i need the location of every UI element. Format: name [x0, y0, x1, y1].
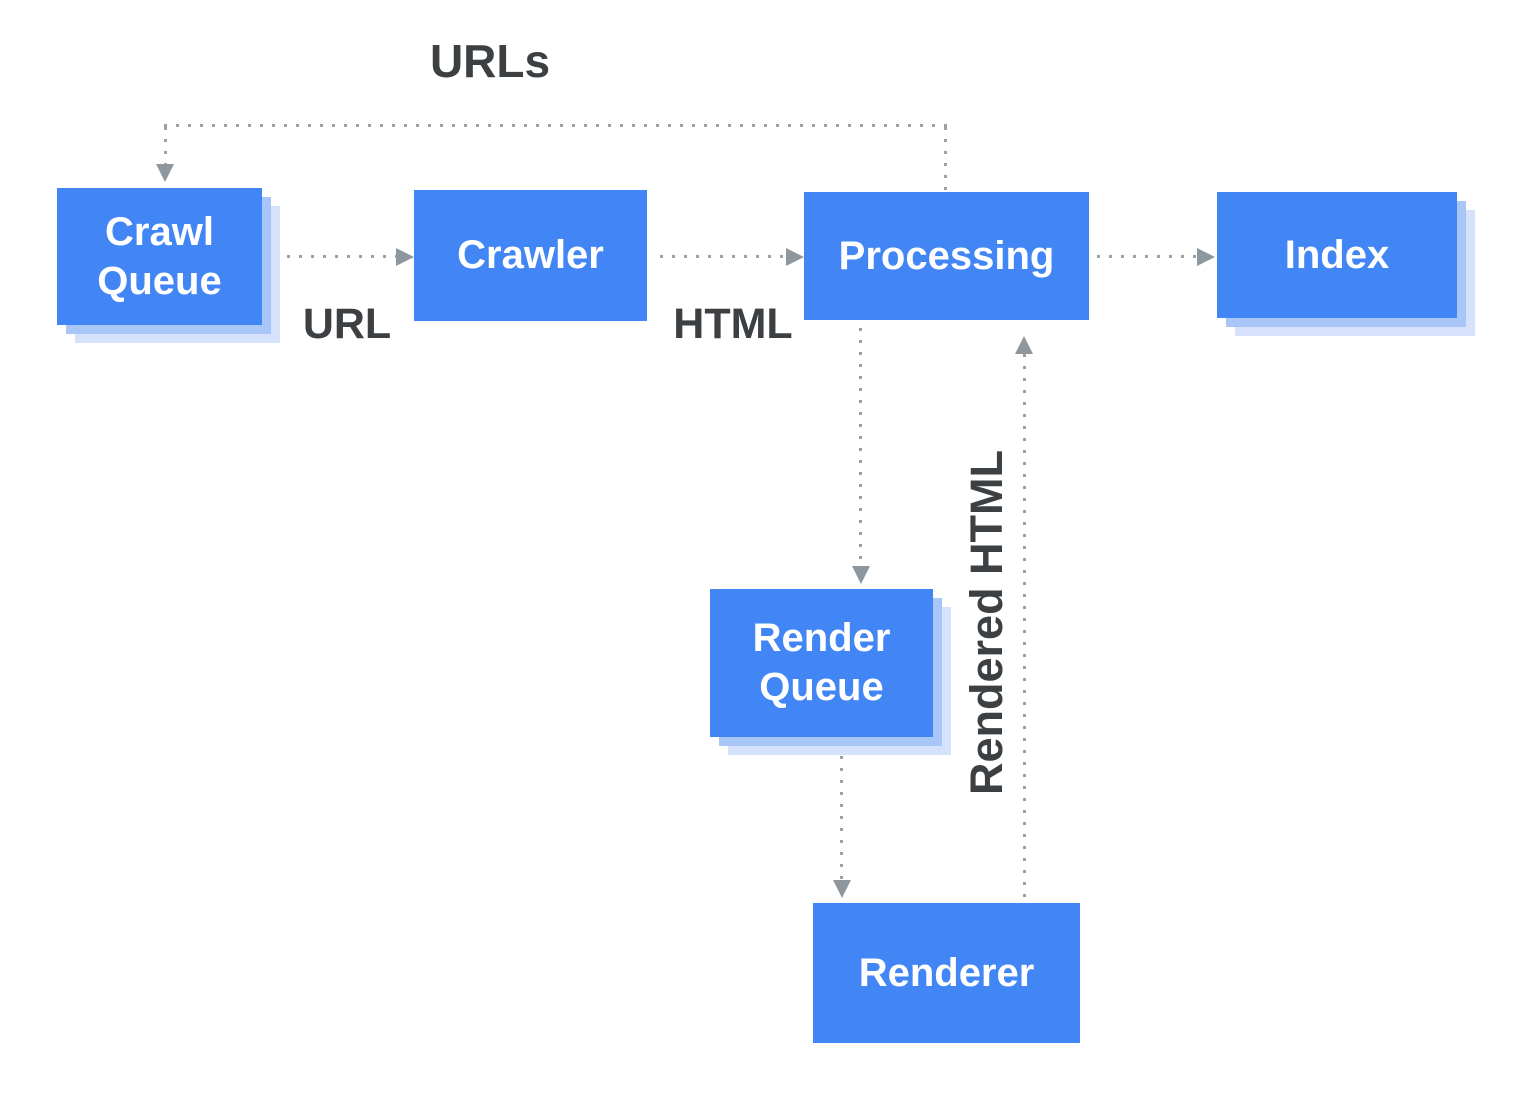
node-crawl-queue-label: Crawl Queue — [97, 209, 222, 303]
edge-label-url: URL — [302, 300, 392, 348]
arrowhead-down-into-render-queue-icon — [852, 566, 870, 584]
node-render-queue-label: Render Queue — [752, 616, 891, 709]
node-crawl-queue: Crawl Queue — [57, 188, 262, 325]
edge-processing-to-index — [1097, 255, 1198, 258]
node-processing: Processing — [804, 192, 1089, 320]
edge-urls-drop-to-crawl-queue — [164, 127, 167, 164]
edge-urls-drop-to-processing — [944, 127, 947, 192]
node-render-queue: Render Queue — [710, 589, 933, 737]
edge-renderer-to-processing — [1023, 354, 1026, 903]
node-crawler: Crawler — [414, 190, 647, 321]
edge-label-urls: URLs — [429, 35, 551, 87]
edge-label-html: HTML — [673, 300, 793, 348]
arrowhead-right-into-processing-icon — [786, 248, 804, 266]
edge-label-rendered-html: Rendered HTML — [961, 449, 1012, 795]
edge-urls-horizontal-segment — [164, 124, 947, 127]
arrowhead-down-into-crawl-queue-icon — [156, 164, 174, 182]
edge-render-queue-to-renderer — [840, 756, 843, 880]
arrowhead-up-into-processing-icon — [1015, 336, 1033, 354]
node-index: Index — [1217, 192, 1457, 318]
arrowhead-right-into-crawler-icon — [396, 248, 414, 266]
node-index-label: Index — [1284, 232, 1390, 277]
arrowhead-down-into-renderer-icon — [833, 880, 851, 898]
node-processing-label: Processing — [838, 233, 1055, 278]
edge-crawler-to-processing — [660, 255, 787, 258]
edge-processing-to-render-queue — [859, 328, 862, 566]
arrowhead-right-into-index-icon — [1197, 248, 1215, 266]
node-renderer-label: Renderer — [858, 950, 1035, 995]
node-renderer: Renderer — [813, 903, 1080, 1043]
edge-crawl-queue-to-crawler — [287, 255, 397, 258]
node-crawler-label: Crawler — [457, 233, 604, 278]
